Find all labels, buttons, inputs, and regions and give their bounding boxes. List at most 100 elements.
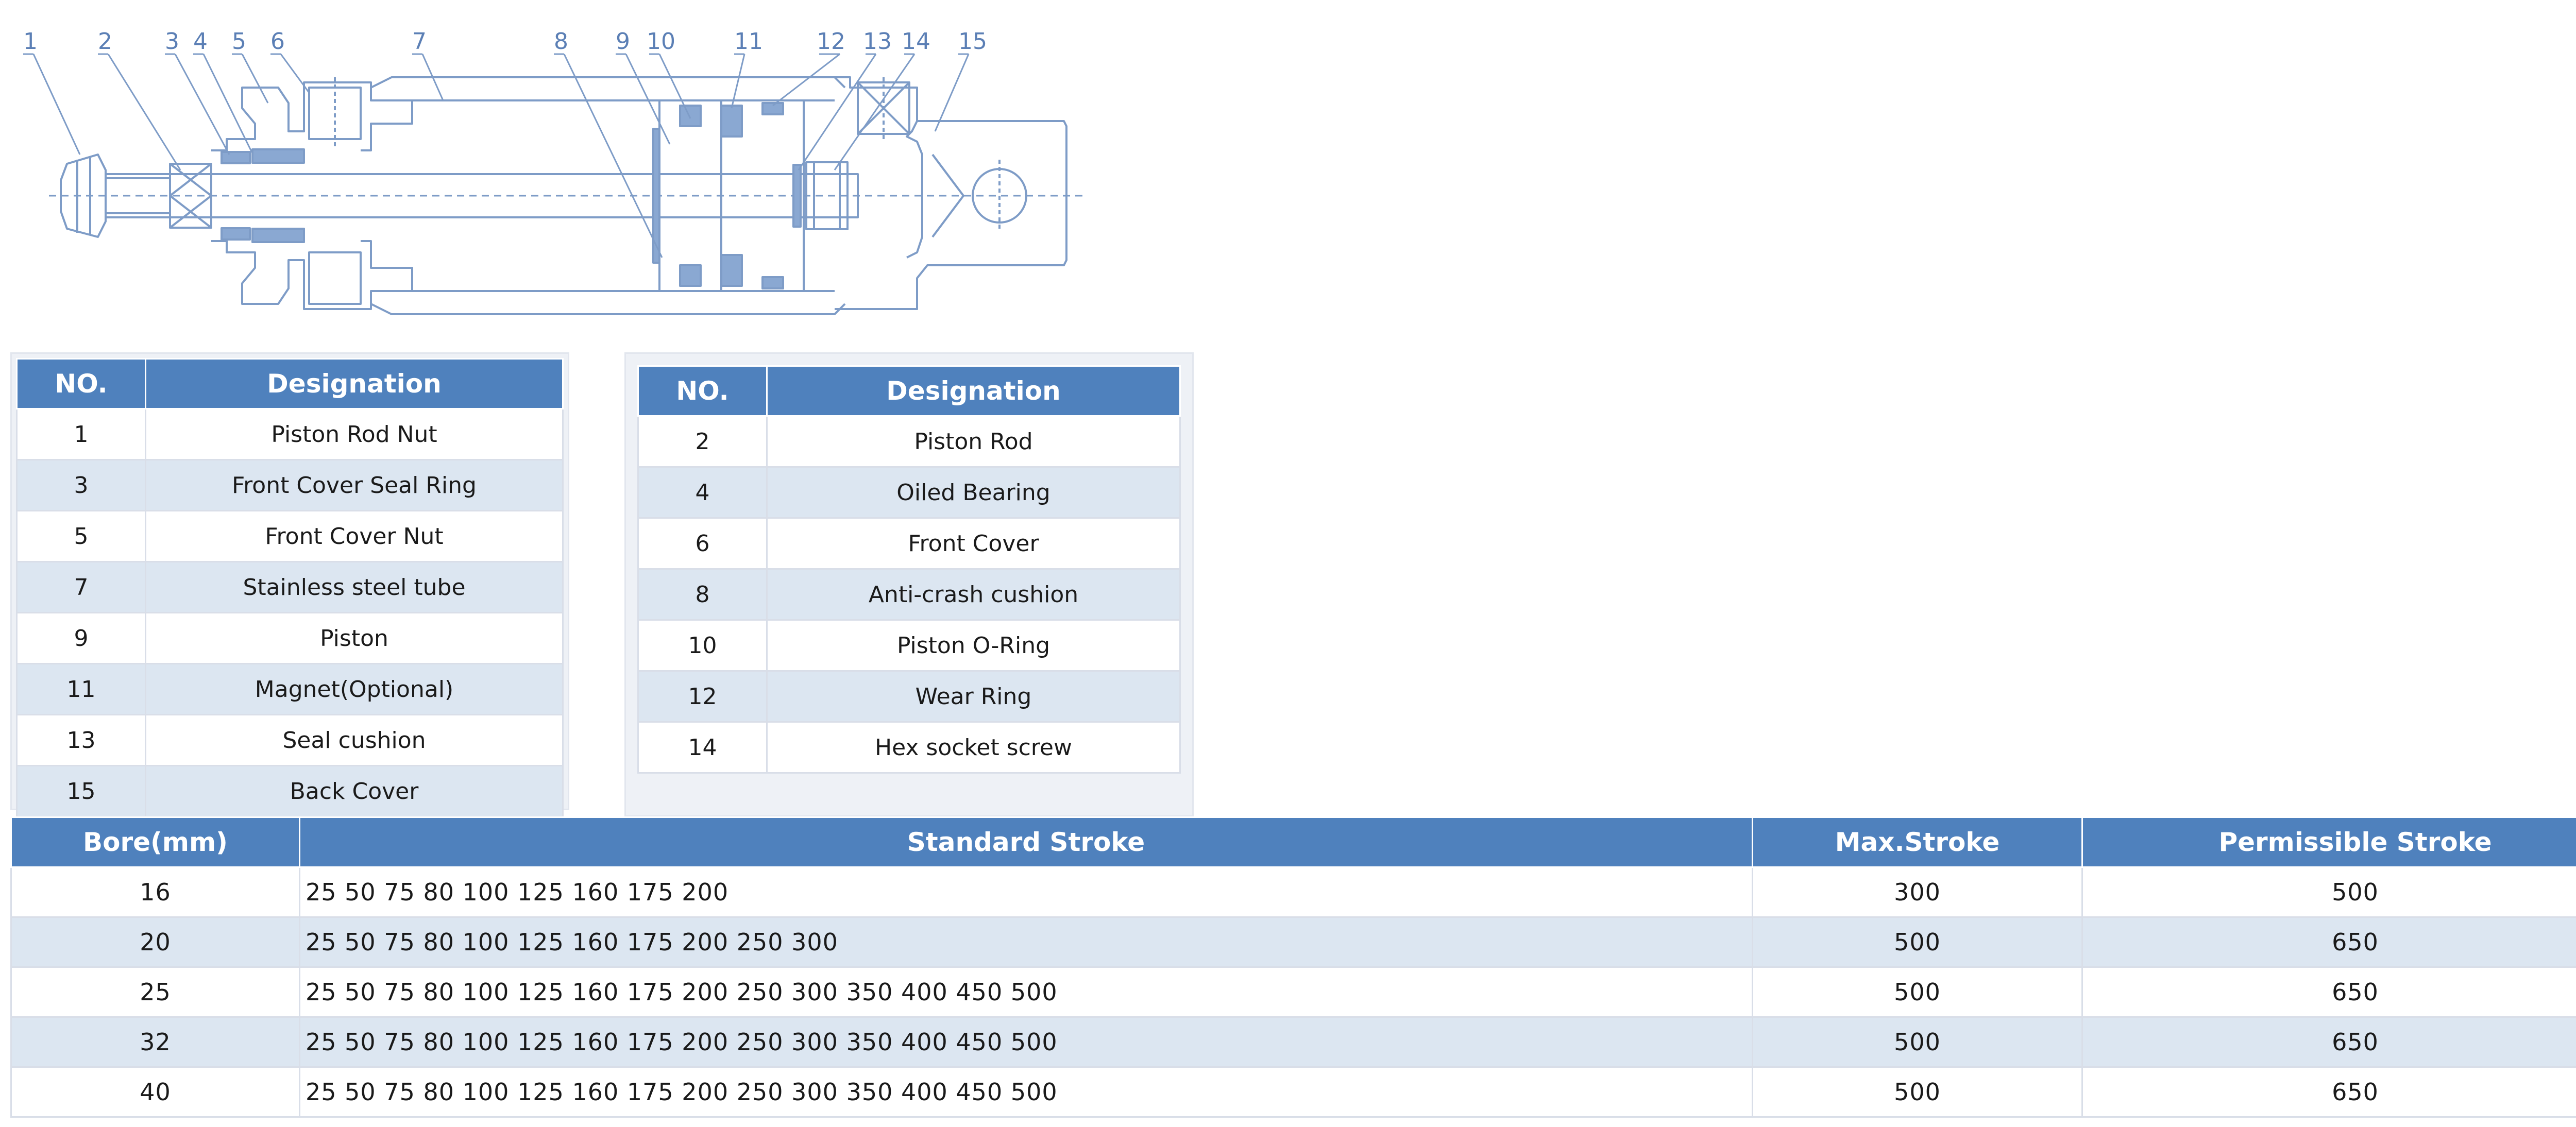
part-designation-cell: Wear Ring [766, 670, 1181, 723]
leader-lines [23, 53, 970, 258]
column-header-bore: Bore(mm) [10, 816, 300, 868]
permissible-stroke-cell: 650 [2081, 1066, 2576, 1118]
table-row: 5 Front Cover Nut [16, 510, 564, 562]
max-stroke-cell: 500 [1752, 1066, 2083, 1118]
part-label-6: 6 [270, 28, 285, 55]
table-row: 11 Magnet(Optional) [16, 663, 564, 715]
part-designation-cell: Piston Rod Nut [145, 408, 564, 460]
part-designation-cell: Stainless steel tube [145, 561, 564, 613]
permissible-stroke-cell: 650 [2081, 1016, 2576, 1068]
bore-cell: 25 [10, 966, 300, 1018]
part-label-13: 13 [863, 28, 892, 55]
table-header-row: Bore(mm) Standard Stroke Max.Stroke Perm… [10, 816, 2576, 868]
part-designation-cell: Magnet(Optional) [145, 663, 564, 715]
part-label-1: 1 [23, 28, 38, 55]
part-label-12: 12 [817, 28, 845, 55]
table-row: 40 25 50 75 80 100 125 160 175 200 250 3… [10, 1066, 2576, 1118]
parts-table-right-panel: NO. Designation 2 Piston Rod 4 Oiled Bea… [624, 352, 1194, 817]
piston-shape [652, 99, 805, 292]
part-label-11: 11 [734, 28, 763, 55]
part-label-10: 10 [647, 28, 675, 55]
permissible-stroke-cell: 650 [2081, 966, 2576, 1018]
column-header-max-stroke: Max.Stroke [1752, 816, 2083, 868]
table-row: 1 Piston Rod Nut [16, 408, 564, 460]
table-row: 4 Oiled Bearing [637, 466, 1181, 519]
table-row: 20 25 50 75 80 100 125 160 175 200 250 3… [10, 916, 2576, 968]
part-designation-cell: Piston Rod [766, 415, 1181, 468]
bore-cell: 20 [10, 916, 300, 968]
part-no-cell: 14 [637, 721, 768, 774]
column-header-permissible-stroke: Permissible Stroke [2081, 816, 2576, 868]
standard-stroke-cell: 25 50 75 80 100 125 160 175 200 250 300 [299, 916, 1753, 968]
table-row: 13 Seal cushion [16, 714, 564, 766]
standard-stroke-cell: 25 50 75 80 100 125 160 175 200 250 300 … [299, 1066, 1753, 1118]
table-row: 16 25 50 75 80 100 125 160 175 200 300 5… [10, 866, 2576, 918]
front-cover-shape [211, 77, 413, 310]
part-no-cell: 5 [16, 510, 146, 562]
part-designation-cell: Hex socket screw [766, 721, 1181, 774]
column-header-no: NO. [637, 365, 768, 417]
standard-stroke-cell: 25 50 75 80 100 125 160 175 200 250 300 … [299, 1016, 1753, 1068]
table-row: 7 Stainless steel tube [16, 561, 564, 613]
part-designation-cell: Front Cover Seal Ring [145, 459, 564, 511]
bore-cell: 16 [10, 866, 300, 918]
part-no-cell: 11 [16, 663, 146, 715]
part-label-4: 4 [193, 28, 208, 55]
max-stroke-cell: 500 [1752, 916, 2083, 968]
part-no-cell: 10 [637, 619, 768, 672]
table-row: 8 Anti-crash cushion [637, 568, 1181, 621]
table-row: 12 Wear Ring [637, 670, 1181, 723]
column-header-no: NO. [16, 358, 146, 409]
part-designation-cell: Oiled Bearing [766, 466, 1181, 519]
part-designation-cell: Piston O-Ring [766, 619, 1181, 672]
hex-socket-screw-shape [805, 161, 849, 230]
max-stroke-cell: 500 [1752, 966, 2083, 1018]
back-cover-shape [835, 76, 1067, 310]
column-header-designation: Designation [145, 358, 564, 409]
part-no-cell: 7 [16, 561, 146, 613]
parts-table-right: NO. Designation 2 Piston Rod 4 Oiled Bea… [637, 365, 1181, 774]
part-label-8: 8 [554, 28, 568, 55]
table-row: 2 Piston Rod [637, 415, 1181, 468]
permissible-stroke-cell: 650 [2081, 916, 2576, 968]
part-label-7: 7 [412, 28, 427, 55]
stroke-table: Bore(mm) Standard Stroke Max.Stroke Perm… [10, 816, 2576, 1118]
standard-stroke-cell: 25 50 75 80 100 125 160 175 200 [299, 866, 1753, 918]
table-row: 14 Hex socket screw [637, 721, 1181, 774]
part-no-cell: 13 [16, 714, 146, 766]
part-designation-cell: Back Cover [145, 765, 564, 817]
max-stroke-cell: 500 [1752, 1016, 2083, 1068]
parts-table-left-panel: NO. Designation 1 Piston Rod Nut 3 Front… [10, 352, 569, 817]
table-row: 25 25 50 75 80 100 125 160 175 200 250 3… [10, 966, 2576, 1018]
part-label-14: 14 [902, 28, 930, 55]
part-no-cell: 12 [637, 670, 768, 723]
part-label-5: 5 [232, 28, 246, 55]
column-header-standard-stroke: Standard Stroke [299, 816, 1753, 868]
permissible-stroke-cell: 500 [2081, 866, 2576, 918]
part-designation-cell: Front Cover [766, 517, 1181, 570]
part-label-2: 2 [98, 28, 112, 55]
table-row: 9 Piston [16, 612, 564, 664]
part-designation-cell: Front Cover Nut [145, 510, 564, 562]
part-no-cell: 6 [637, 517, 768, 570]
table-row: 10 Piston O-Ring [637, 619, 1181, 672]
part-designation-cell: Anti-crash cushion [766, 568, 1181, 621]
part-no-cell: 8 [637, 568, 768, 621]
part-no-cell: 9 [16, 612, 146, 664]
table-row: 32 25 50 75 80 100 125 160 175 200 250 3… [10, 1016, 2576, 1068]
standard-stroke-cell: 25 50 75 80 100 125 160 175 200 250 300 … [299, 966, 1753, 1018]
max-stroke-cell: 300 [1752, 866, 2083, 918]
part-no-cell: 1 [16, 408, 146, 460]
table-header-row: NO. Designation [16, 358, 564, 409]
part-label-3: 3 [165, 28, 179, 55]
part-no-cell: 4 [637, 466, 768, 519]
part-label-15: 15 [958, 28, 987, 55]
bore-cell: 40 [10, 1066, 300, 1118]
piston-rod-nut-shape [60, 153, 107, 238]
column-header-designation: Designation [766, 365, 1181, 417]
part-no-cell: 3 [16, 459, 146, 511]
part-no-cell: 2 [637, 415, 768, 468]
part-designation-cell: Seal cushion [145, 714, 564, 766]
part-designation-cell: Piston [145, 612, 564, 664]
table-row: 15 Back Cover [16, 765, 564, 817]
